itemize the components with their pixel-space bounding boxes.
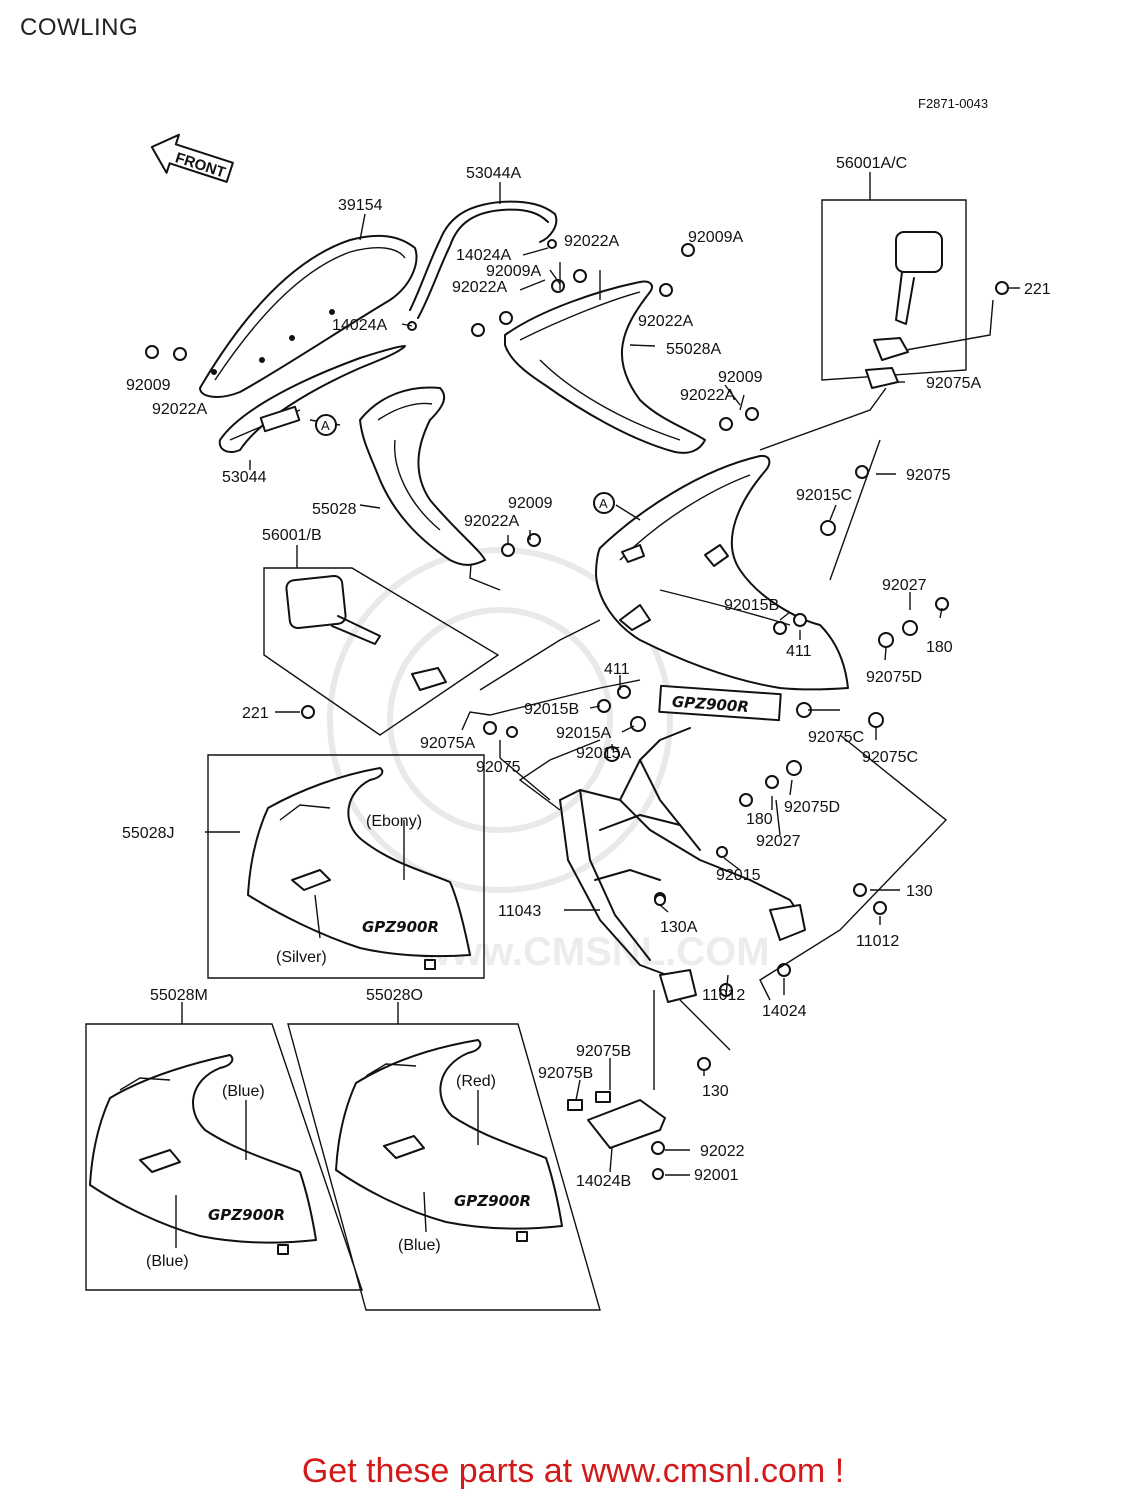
label-53044: 53044	[222, 469, 267, 486]
variant-box-55028O: GPZ900R	[287, 1023, 601, 1311]
reference-marker-a-2: A	[593, 492, 615, 514]
label-130-2: 130	[702, 1083, 729, 1100]
leader-lines	[175, 172, 1020, 1248]
label-92009-2: 92009	[126, 377, 171, 394]
cowling-exploded-diagram: www.CMSNL.COM F2871-0043 FRONT	[85, 96, 1051, 1311]
label-92075-2: 92075	[476, 759, 521, 776]
label-53044A: 53044A	[466, 165, 521, 182]
label-180-1: 180	[926, 639, 953, 656]
label-180-2: 180	[746, 811, 773, 828]
label-92009-1: 92009	[718, 369, 763, 386]
label-92075A-1: 92075A	[926, 375, 981, 392]
color-blue-lower: (Blue)	[146, 1253, 189, 1270]
label-56001B: 56001/B	[262, 527, 322, 544]
decal-o: GPZ900R	[454, 1192, 531, 1210]
reference-marker-a-1: A	[315, 414, 337, 436]
label-92027-1: 92027	[882, 577, 927, 594]
label-92022A-4: 92022A	[680, 387, 735, 404]
label-92075A-2: 92075A	[420, 735, 475, 752]
label-55028: 55028	[312, 501, 357, 518]
label-14024A-2: 14024A	[332, 317, 387, 334]
lower-trim-part	[218, 345, 406, 453]
label-411-1: 411	[786, 643, 812, 660]
color-labels: (Ebony) (Silver) (Blue) (Blue) (Red) (Bl…	[146, 813, 496, 1270]
label-92015B-2: 92015B	[524, 701, 579, 718]
label-92009A-2: 92009A	[486, 263, 541, 280]
label-92015C: 92015C	[796, 487, 852, 504]
lower-bracket-part	[567, 1091, 666, 1180]
label-411-2: 411	[604, 661, 630, 678]
label-92075-1: 92075	[906, 467, 951, 484]
fasteners	[145, 243, 1009, 1071]
ref-a-1-label: A	[321, 418, 330, 433]
label-92027-2: 92027	[756, 833, 801, 850]
cowling-stay-part	[559, 727, 806, 1003]
label-92015A-2: 92015A	[576, 745, 631, 762]
decal-main: GPZ900R	[671, 693, 749, 716]
label-14024: 14024	[762, 1003, 807, 1020]
label-92009-3: 92009	[508, 495, 553, 512]
color-blue-upper: (Blue)	[222, 1083, 265, 1100]
label-92075D-1: 92075D	[866, 669, 922, 686]
label-55028J: 55028J	[122, 825, 175, 842]
label-55028A: 55028A	[666, 341, 721, 358]
figure-code: F2871-0043	[918, 96, 988, 111]
label-55028O: 55028O	[366, 987, 423, 1004]
label-92015: 92015	[716, 867, 761, 884]
label-221a: 221	[1024, 281, 1051, 298]
label-11043: 11043	[498, 903, 541, 920]
label-11012-1: 11012	[856, 933, 899, 950]
label-92022A-1: 92022A	[564, 233, 619, 250]
label-56001AC: 56001A/C	[836, 155, 907, 172]
label-92022: 92022	[700, 1143, 745, 1160]
label-221b: 221	[242, 705, 269, 722]
label-92015A-1: 92015A	[556, 725, 611, 742]
label-92015B-1: 92015B	[724, 597, 779, 614]
label-55028M: 55028M	[150, 987, 208, 1004]
variant-box-55028M: GPZ900R	[85, 1023, 363, 1291]
label-92075C-1: 92075C	[808, 729, 864, 746]
ref-a-2-label: A	[599, 496, 608, 511]
label-130-1: 130	[906, 883, 933, 900]
label-92022A-2: 92022A	[452, 279, 507, 296]
inner-panel-part	[359, 386, 486, 566]
label-92075B-1: 92075B	[576, 1043, 631, 1060]
watermark-text: www.CMSNL.COM	[419, 930, 770, 974]
watermark-logo: www.CMSNL.COM	[327, 547, 770, 974]
label-92009A-1: 92009A	[688, 229, 743, 246]
label-130A: 130A	[660, 919, 698, 936]
label-92022A-3: 92022A	[638, 313, 693, 330]
decal-m: GPZ900R	[208, 1206, 285, 1224]
color-red: (Red)	[456, 1073, 496, 1090]
label-92022A-6: 92022A	[464, 513, 519, 530]
front-arrow-icon: FRONT	[150, 133, 234, 183]
mirror-left-box	[263, 567, 500, 736]
mirror-right-box	[821, 199, 967, 389]
label-39154: 39154	[338, 197, 383, 214]
windshield-part	[199, 234, 418, 398]
page-title: COWLING	[20, 14, 139, 41]
label-92075C-2: 92075C	[862, 749, 918, 766]
color-ebony: (Ebony)	[366, 813, 422, 830]
label-92022A-5: 92022A	[152, 401, 207, 418]
label-14024B: 14024B	[576, 1173, 631, 1190]
label-11012-2: 11012	[702, 987, 745, 1004]
variant-box-55028J: GPZ900R	[207, 754, 485, 979]
label-92075B-2: 92075B	[538, 1065, 593, 1082]
color-blue-lower-2: (Blue)	[398, 1237, 441, 1254]
color-silver: (Silver)	[276, 949, 327, 966]
label-14024A-1: 14024A	[456, 247, 511, 264]
label-92075D-2: 92075D	[784, 799, 840, 816]
decal-j: GPZ900R	[362, 918, 439, 936]
inner-upper-panel-part	[504, 280, 706, 454]
part-labels: 53044A 39154 56001A/C 221 14024A 92022A …	[122, 155, 1051, 1190]
label-92001: 92001	[694, 1167, 739, 1184]
footer-link-text[interactable]: Get these parts at www.cmsnl.com !	[301, 1452, 845, 1490]
